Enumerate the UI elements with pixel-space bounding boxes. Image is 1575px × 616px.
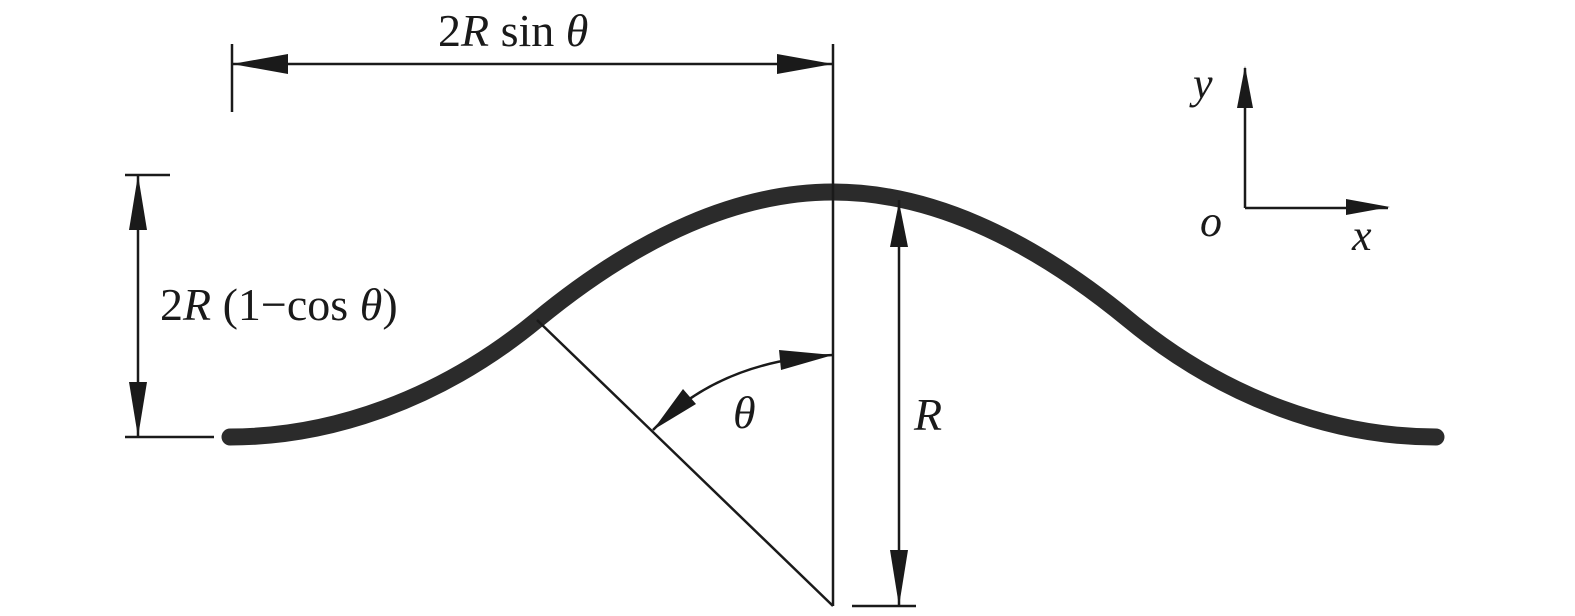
width-arrowhead-left <box>232 54 288 74</box>
angle-label: θ <box>733 387 756 438</box>
width-label: 2R sin θ <box>438 5 588 56</box>
radius-line <box>536 319 834 607</box>
origin-label: o <box>1200 197 1222 246</box>
height-label: 2R (1−cos θ) <box>160 279 398 330</box>
y-axis-label: y <box>1189 59 1213 108</box>
x-axis-arrowhead <box>1346 199 1390 215</box>
angle-arrowhead-right <box>779 350 833 370</box>
height-arrowhead-bottom <box>129 382 147 437</box>
radius-label: R <box>913 389 942 440</box>
height-arrowhead-top <box>129 175 147 230</box>
angle-arrowhead-left <box>653 389 696 430</box>
y-axis-arrowhead <box>1237 66 1253 108</box>
radius-arrowhead-top <box>890 202 908 247</box>
x-axis-label: x <box>1351 211 1372 260</box>
radius-arrowhead-bottom <box>890 550 908 606</box>
width-arrowhead-right <box>777 54 833 74</box>
